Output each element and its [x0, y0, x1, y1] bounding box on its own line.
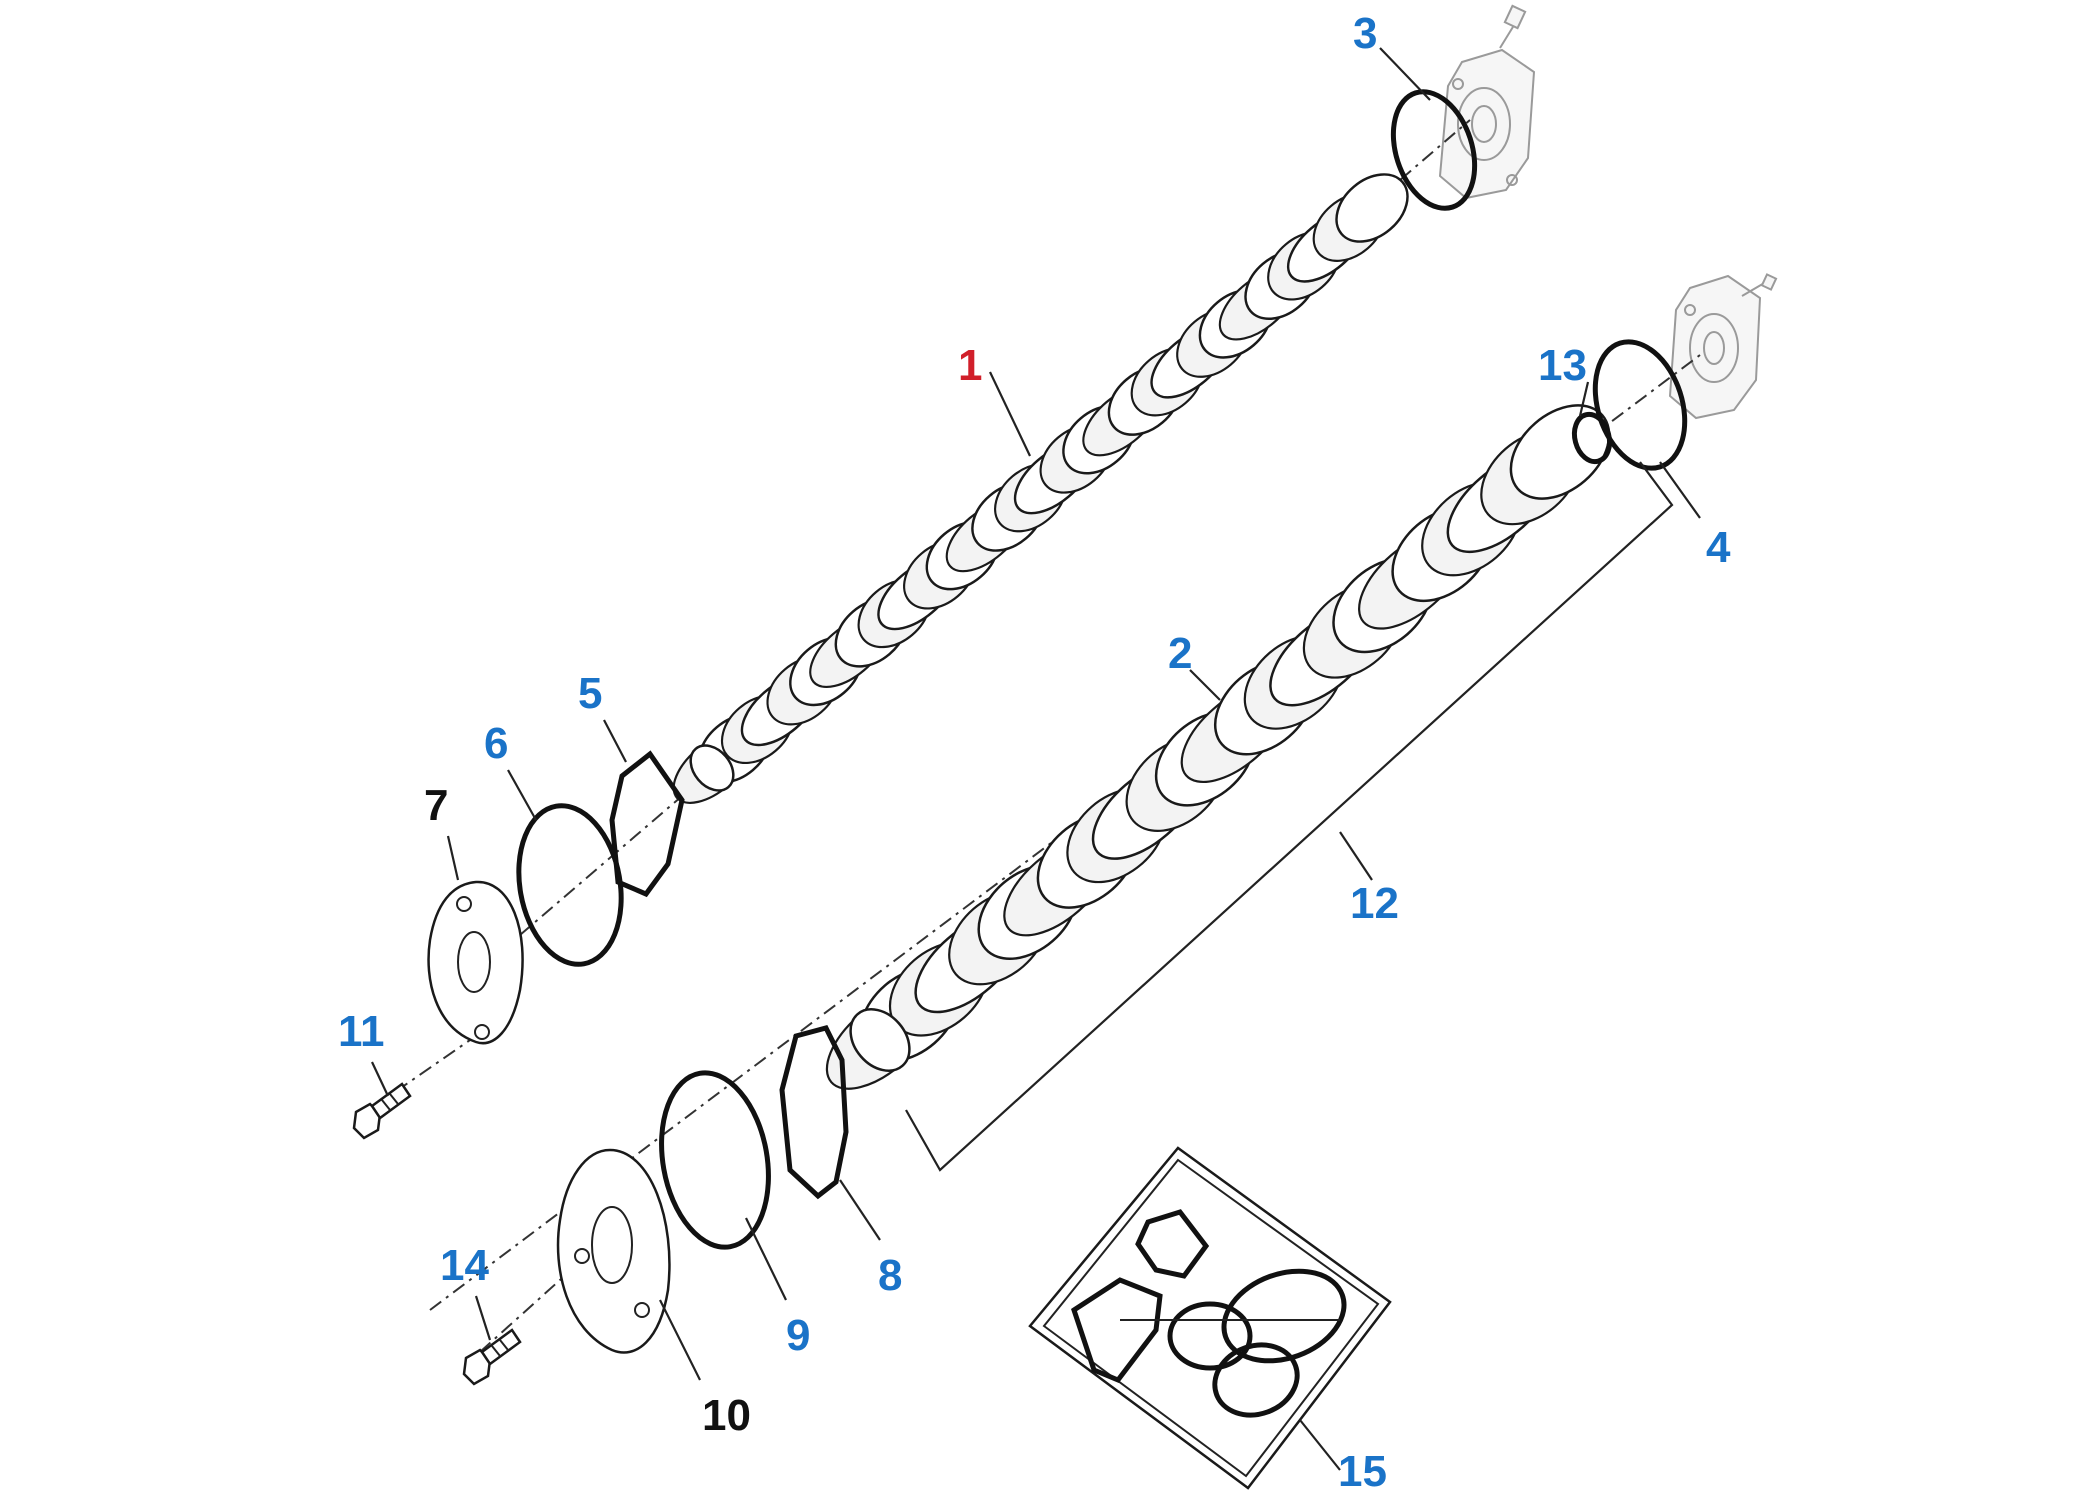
- callout-15: 15: [1338, 1447, 1387, 1496]
- o-ring-3: [1390, 89, 1478, 211]
- bolt-11: [352, 1082, 412, 1140]
- o-ring-13: [1571, 411, 1613, 465]
- callout-12: 12: [1350, 879, 1399, 928]
- callout-14: 14: [440, 1241, 489, 1290]
- seal-8: [779, 1025, 849, 1200]
- callout-3: 3: [1353, 9, 1377, 58]
- lower-end-housing: [1668, 273, 1778, 420]
- upper-camshaft: [672, 173, 1409, 804]
- bolt-14: [462, 1328, 522, 1386]
- leader-lines: [371, 47, 1701, 1471]
- o-ring-6: [516, 803, 624, 967]
- callout-4: 4: [1706, 523, 1731, 572]
- callout-13: 13: [1538, 341, 1587, 390]
- lowerCam-end-cap: [849, 1008, 911, 1072]
- upperCam-lobe: [1335, 173, 1409, 243]
- callout-9: 9: [786, 1311, 810, 1360]
- callout-6: 6: [484, 719, 508, 768]
- seal-5: [609, 750, 685, 898]
- callouts: 3 1 13 4 2 5 6 7 12 11 14 8 9 10 15: [338, 9, 1731, 1496]
- callout-5: 5: [578, 669, 602, 718]
- o-ring-9: [659, 1070, 771, 1250]
- callout-7: 7: [424, 781, 448, 830]
- callout-8: 8: [878, 1251, 902, 1300]
- thrust-plate-10: [556, 1148, 671, 1354]
- bolt-11-axis: [371, 1039, 471, 1109]
- callout-2: 2: [1168, 629, 1192, 678]
- upperCam-end-cap: [689, 744, 735, 792]
- callout-11: 11: [338, 1007, 385, 1056]
- upper-end-housing: [1438, 4, 1536, 200]
- thrust-plate-7: [427, 880, 524, 1045]
- lowerCam-lobe: [1509, 404, 1611, 500]
- seal-kit-bag: [1028, 1146, 1392, 1490]
- lower-camshaft: [825, 404, 1611, 1090]
- callout-10: 10: [702, 1391, 751, 1440]
- bolt-14-axis: [479, 1261, 581, 1353]
- callout-1: 1: [958, 341, 982, 390]
